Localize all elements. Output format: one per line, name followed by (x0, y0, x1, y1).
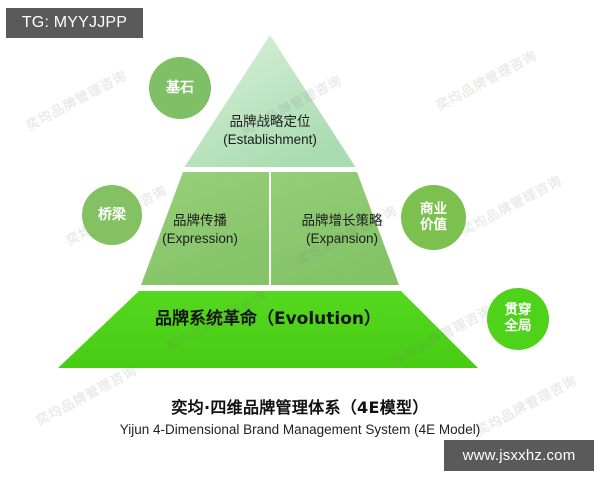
badge-bridge-line-1: 桥梁 (98, 206, 126, 223)
badge-cornerstone-line-1: 基石 (166, 79, 194, 96)
tier-label-evolution: 品牌系统革命（Evolution） (118, 308, 418, 331)
tier-label-establishment-en: (Establishment) (223, 132, 317, 148)
badge-global-line-2: 全局 (504, 318, 532, 334)
pyramid-tier-expression (141, 172, 269, 285)
tier-label-expansion-cn: 品牌增长策略 (301, 213, 383, 229)
badge-commercial-value: 商业 价值 (401, 185, 466, 250)
tier-label-establishment-cn: 品牌战略定位 (229, 114, 311, 130)
pyramid-tier-establishment (184, 35, 356, 167)
badge-global: 贯穿 全局 (487, 288, 549, 350)
caption-subtitle-en: Yijun 4-Dimensional Brand Management Sys… (119, 422, 481, 437)
badge-bridge: 桥梁 (82, 185, 142, 245)
pyramid-tier-evolution (58, 291, 478, 368)
badge-cornerstone: 基石 (149, 57, 211, 119)
tier-label-evolution-cn: 品牌系统革命（Evolution） (154, 309, 382, 329)
tier-label-expansion: 品牌增长策略 (Expansion) (272, 212, 412, 248)
tier-label-expansion-en: (Expansion) (305, 231, 379, 247)
badge-commercial-value-line-1: 商业 (420, 200, 447, 217)
badge-commercial-value-line-2: 价值 (420, 216, 447, 233)
tier-label-expression-cn: 品牌传播 (173, 213, 227, 229)
caption-title-cn: 奕均·四维品牌管理体系（4E模型） (171, 398, 429, 417)
tier-label-establishment: 品牌战略定位 (Establishment) (170, 113, 370, 149)
website-url-tag: www.jsxxhz.com (444, 440, 594, 471)
tier-label-expression: 品牌传播 (Expression) (130, 212, 270, 248)
pyramid-tier-expansion (271, 172, 399, 285)
tier-label-expression-en: (Expression) (162, 231, 238, 247)
telegram-handle-tag: TG: MYYJJPP (6, 8, 143, 38)
badge-global-line-1: 贯穿 (504, 302, 532, 319)
